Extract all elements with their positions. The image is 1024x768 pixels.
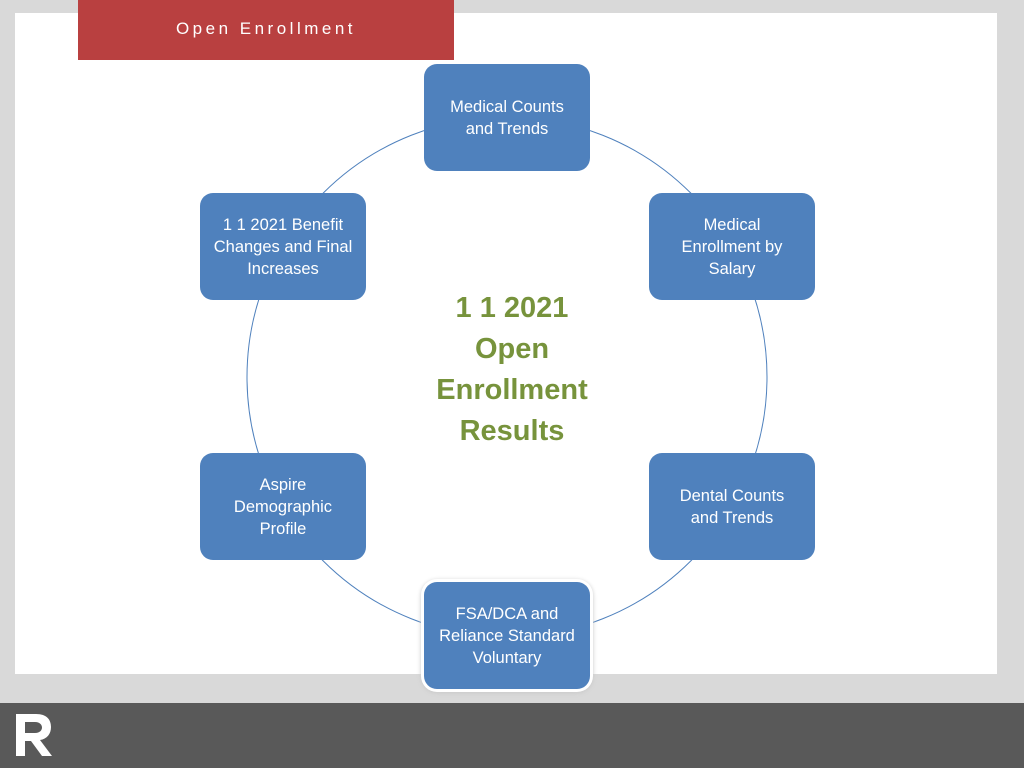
section-tab-title: Open Enrollment: [175, 19, 357, 38]
footer-bar: [0, 703, 1024, 768]
center-title: 1 1 2021 Open Enrollment Results: [436, 292, 588, 447]
section-tab: Open Enrollment: [78, 0, 454, 60]
r-logo-icon: [16, 714, 52, 756]
